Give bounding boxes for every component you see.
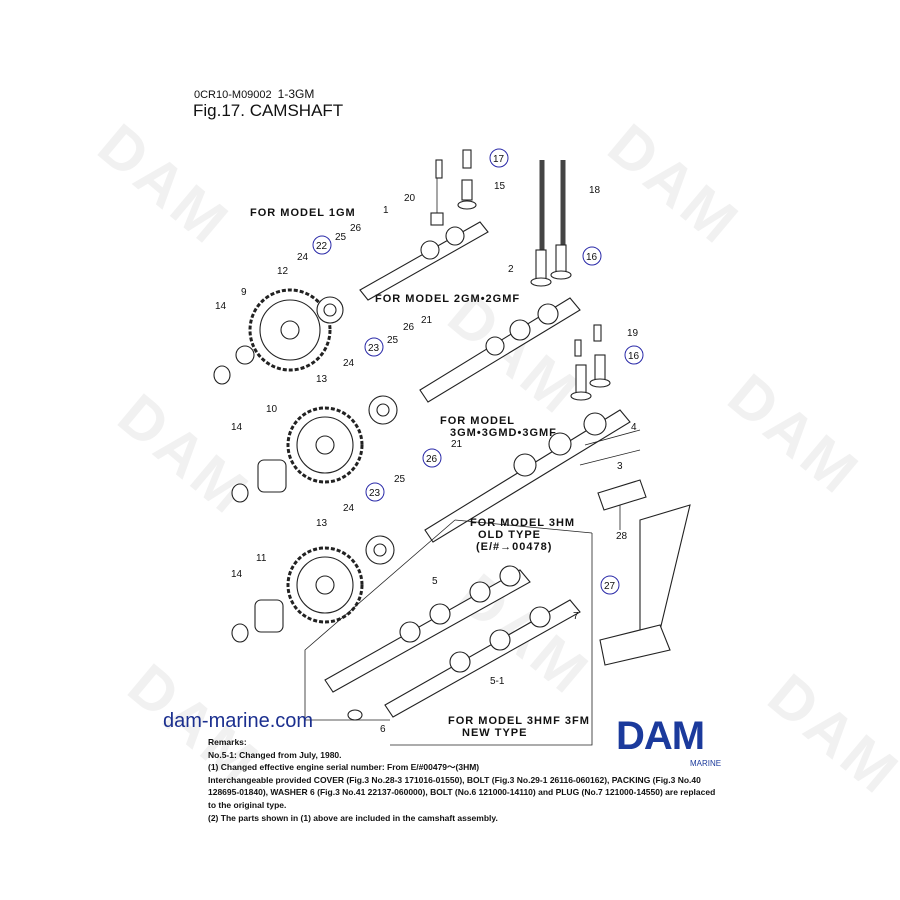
callout: 23 (369, 488, 381, 499)
callout: 2 (508, 264, 514, 275)
document-code: 0CR10-M09002 1-3GM (194, 87, 314, 101)
callout: 7 (573, 611, 579, 622)
model-label-3hmf-line2: NEW TYPE (462, 727, 527, 739)
callout: 9 (241, 287, 247, 298)
callout: 13 (316, 518, 328, 529)
callout: 23 (368, 343, 380, 354)
dam-logo: DAM (616, 714, 705, 758)
remarks-line: No.5-1: Changed from July, 1980. (208, 749, 342, 760)
callout: 1 (383, 205, 389, 216)
callout: 25 (335, 232, 347, 243)
remarks-line: Interchangeable provided COVER (Fig.3 No… (208, 774, 701, 785)
model-label-2gm: FOR MODEL 2GM•2GMF (375, 293, 520, 305)
callout: 14 (231, 569, 243, 580)
callout: 27 (604, 581, 616, 592)
remarks-line: (1) Changed effective engine serial numb… (208, 762, 480, 773)
remarks-line: to the original type. (208, 799, 287, 810)
remarks-line: Remarks: (208, 737, 247, 747)
callout: 25 (394, 474, 406, 485)
callout: 10 (266, 404, 278, 415)
callout: 16 (628, 351, 640, 362)
doc-code-text: 0CR10-M09002 (194, 89, 272, 101)
callout: 4 (631, 422, 637, 433)
model-label-3gm-line2: 3GM•3GMD•3GMF (450, 427, 557, 439)
callout: 17 (493, 154, 505, 165)
callout: 18 (589, 185, 601, 196)
callout: 21 (451, 439, 463, 450)
gear-12 (248, 288, 332, 372)
callout: 19 (627, 328, 639, 339)
callout: 24 (343, 503, 355, 514)
callout: 13 (316, 374, 328, 385)
callout: 11 (256, 553, 267, 564)
callout: 28 (616, 531, 628, 542)
camshaft-3hm-new (384, 599, 581, 718)
model-code: 1-3GM (277, 87, 315, 101)
remarks-line: (2) The parts shown in (1) above are inc… (208, 812, 498, 823)
callout: 14 (231, 422, 243, 433)
camshaft-2gm (419, 297, 581, 403)
callout: 6 (380, 724, 386, 735)
model-label-3hm-line1: FOR MODEL 3HM (470, 517, 575, 529)
callout: 24 (297, 252, 309, 263)
starting-handle-27 (599, 504, 691, 666)
callout: 5-1 (490, 676, 505, 687)
remarks-line: 128695-01840), WASHER 6 (Fig.3 No.41 221… (208, 787, 716, 798)
callout: 14 (215, 301, 227, 312)
model-label-3hm-line3: (E/#→00478) (476, 541, 552, 553)
callouts: 17 15 18 20 1 26 25 22 24 12 9 14 2 16 2… (215, 148, 644, 735)
gear-13-upper (286, 406, 364, 484)
callout: 22 (316, 241, 328, 252)
dam-logo-subtitle: MARINE (690, 759, 722, 768)
callout: 21 (421, 315, 433, 326)
callout: 20 (404, 193, 416, 204)
website-link[interactable]: dam-marine.com (163, 710, 314, 732)
caution-plate (597, 479, 647, 511)
model-label-1gm: FOR MODEL 1GM (250, 207, 356, 219)
model-label-3hm-line2: OLD TYPE (478, 529, 541, 541)
camshaft-3gm (424, 409, 631, 543)
model-label-3hmf-line1: FOR MODEL 3HMF 3FM (448, 715, 590, 727)
camshaft-3hm-old (324, 565, 531, 693)
callout: 12 (277, 266, 289, 277)
callout: 15 (494, 181, 506, 192)
callout: 26 (403, 322, 415, 333)
camshaft-1gm (359, 149, 489, 301)
model-label-3gm-line1: FOR MODEL (440, 415, 515, 427)
figure-title: Fig.17. CAMSHAFT (193, 101, 344, 120)
gear-13-lower (286, 546, 364, 624)
callout: 25 (387, 335, 399, 346)
callout: 5 (432, 576, 438, 587)
callout: 16 (586, 252, 598, 263)
callout: 24 (343, 358, 355, 369)
callout: 26 (350, 223, 362, 234)
callout: 3 (617, 461, 623, 472)
remarks-notes: Remarks: No.5-1: Changed from July, 1980… (208, 736, 715, 824)
callout: 26 (426, 454, 438, 465)
